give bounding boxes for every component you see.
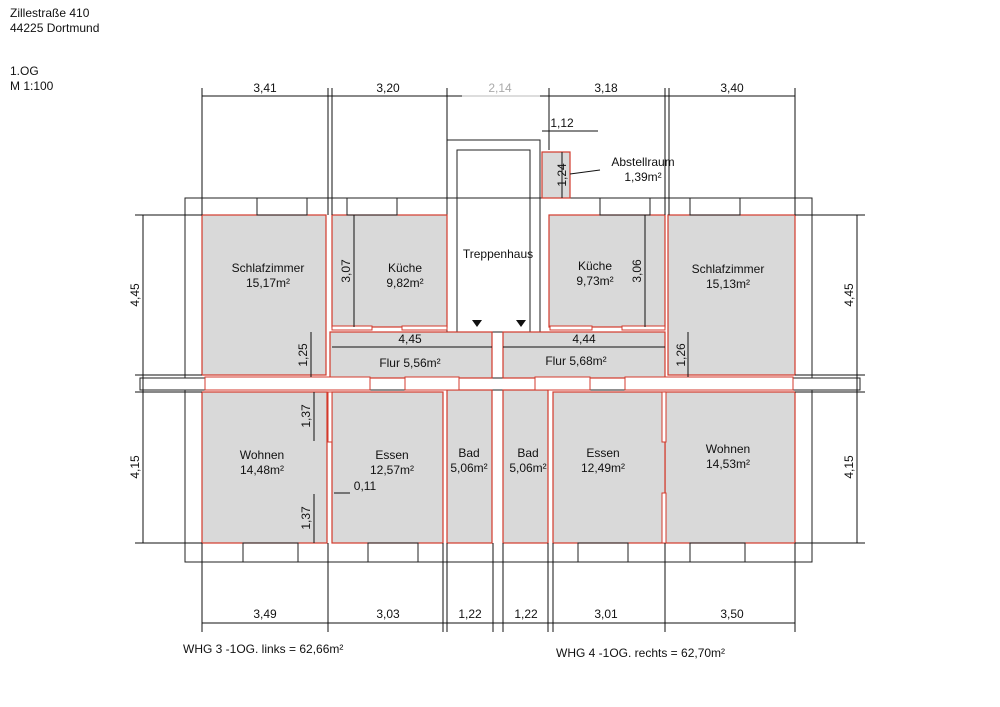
dim-bottom-3: 1,22 [458, 607, 482, 621]
room-kueche-left [331, 214, 448, 328]
dim-top-4: 3,18 [594, 81, 618, 95]
wall-segment [404, 376, 460, 391]
room-essen-right [552, 391, 666, 544]
label-wohnen-right: Wohnen [706, 442, 750, 456]
dim-lines-side [135, 152, 865, 544]
wall-segment [549, 325, 593, 331]
stairwell-outline [446, 139, 541, 333]
room-schlafzimmer-right [667, 214, 796, 376]
scale-label: M 1:100 [10, 79, 54, 93]
stairwell-inner [456, 149, 531, 333]
dim-left-upper: 4,45 [128, 283, 142, 307]
room-flur-right [502, 331, 666, 379]
dim-lines-top [201, 88, 796, 215]
dim-bottom-1: 3,49 [253, 607, 277, 621]
label-flur-left: Flur 5,56m² [379, 356, 440, 370]
area-wohnen-right: 14,53m² [706, 457, 750, 471]
area-bad-right: 5,06m² [509, 461, 546, 475]
dim-left-lower: 4,15 [128, 455, 142, 479]
total-left: WHG 3 -1OG. links = 62,66m² [183, 642, 344, 656]
label-abstellraum: Abstellraum [611, 155, 674, 169]
dim-flur-left: 4,45 [398, 332, 422, 346]
label-essen-right: Essen [586, 446, 619, 460]
room-kueche-right [548, 214, 666, 328]
wall-segment [621, 325, 666, 331]
entrance-arrow-icon [516, 320, 526, 327]
wall-segment [327, 391, 333, 443]
label-bad-right: Bad [517, 446, 538, 460]
room-wohnen-left [201, 391, 328, 544]
area-kueche-right: 9,73m² [576, 274, 613, 288]
dim-flur-height-left: 1,25 [296, 343, 310, 367]
room-wohnen-right [664, 391, 796, 544]
dim-kueche-right: 3,06 [630, 259, 644, 283]
wall-segment [624, 376, 794, 391]
dim-flur-right: 4,44 [572, 332, 596, 346]
dim-bottom-4: 1,22 [514, 607, 538, 621]
label-schlafzimmer-right: Schlafzimmer [692, 262, 765, 276]
label-kueche-left: Küche [388, 261, 422, 275]
dim-top-5: 3,40 [720, 81, 744, 95]
wall-segment [204, 376, 371, 391]
total-right: WHG 4 -1OG. rechts = 62,70m² [556, 646, 726, 660]
dim-flur-height-right: 1,26 [674, 343, 688, 367]
label-kueche-right: Küche [578, 259, 612, 273]
dim-lines-bottom [201, 543, 796, 632]
label-bad-left: Bad [458, 446, 479, 460]
dim-wall: 0,11 [354, 479, 377, 493]
dim-top-2: 3,20 [376, 81, 400, 95]
entrance-arrow-icon [472, 320, 482, 327]
area-abstellraum: 1,39m² [624, 170, 661, 184]
label-schlafzimmer-left: Schlafzimmer [232, 261, 305, 275]
wall-segment [661, 391, 667, 443]
dim-wohnen-b: 1,37 [299, 506, 313, 530]
wall-segment [401, 325, 448, 331]
dim-wohnen-a: 1,37 [299, 404, 313, 428]
label-essen-left: Essen [375, 448, 408, 462]
wall-segment [331, 325, 373, 331]
dim-right-lower: 4,15 [842, 455, 856, 479]
dim-top-1: 3,41 [253, 81, 277, 95]
label-treppenhaus: Treppenhaus [463, 247, 533, 261]
area-bad-left: 5,06m² [450, 461, 487, 475]
dim-kueche-left: 3,07 [339, 259, 353, 283]
dim-bottom-5: 3,01 [594, 607, 618, 621]
label-flur-right: Flur 5,68m² [545, 354, 606, 368]
area-schlafzimmer-left: 15,17m² [246, 276, 290, 290]
city: 44225 Dortmund [10, 21, 100, 35]
room-flur-left [329, 331, 493, 379]
dim-top-3: 2,14 [488, 81, 512, 95]
room-essen-left [331, 391, 444, 544]
dim-abstell-width: 1,12 [550, 116, 574, 130]
street: Zillestraße 410 [10, 6, 90, 20]
plan-info: 1.OG M 1:100 [10, 64, 53, 94]
room-bad-right [502, 389, 549, 544]
room-schlafzimmer-left [201, 214, 327, 376]
dim-abstell-depth: 1,24 [555, 163, 569, 187]
room-abstellraum [541, 151, 571, 199]
dim-bottom-6: 3,50 [720, 607, 744, 621]
wall-segment [534, 376, 591, 391]
area-schlafzimmer-right: 15,13m² [706, 277, 750, 291]
room-bad-left [446, 389, 493, 544]
dim-bottom-2: 3,03 [376, 607, 400, 621]
address: Zillestraße 410 44225 Dortmund [10, 6, 99, 36]
windows [242, 197, 746, 563]
wall-segment [661, 492, 667, 544]
area-essen-right: 12,49m² [581, 461, 625, 475]
area-essen-left: 12,57m² [370, 463, 414, 477]
dim-right-upper: 4,45 [842, 283, 856, 307]
label-wohnen-left: Wohnen [240, 448, 284, 462]
floor-label: 1.OG [10, 64, 39, 78]
area-kueche-left: 9,82m² [386, 276, 423, 290]
area-wohnen-left: 14,48m² [240, 463, 284, 477]
